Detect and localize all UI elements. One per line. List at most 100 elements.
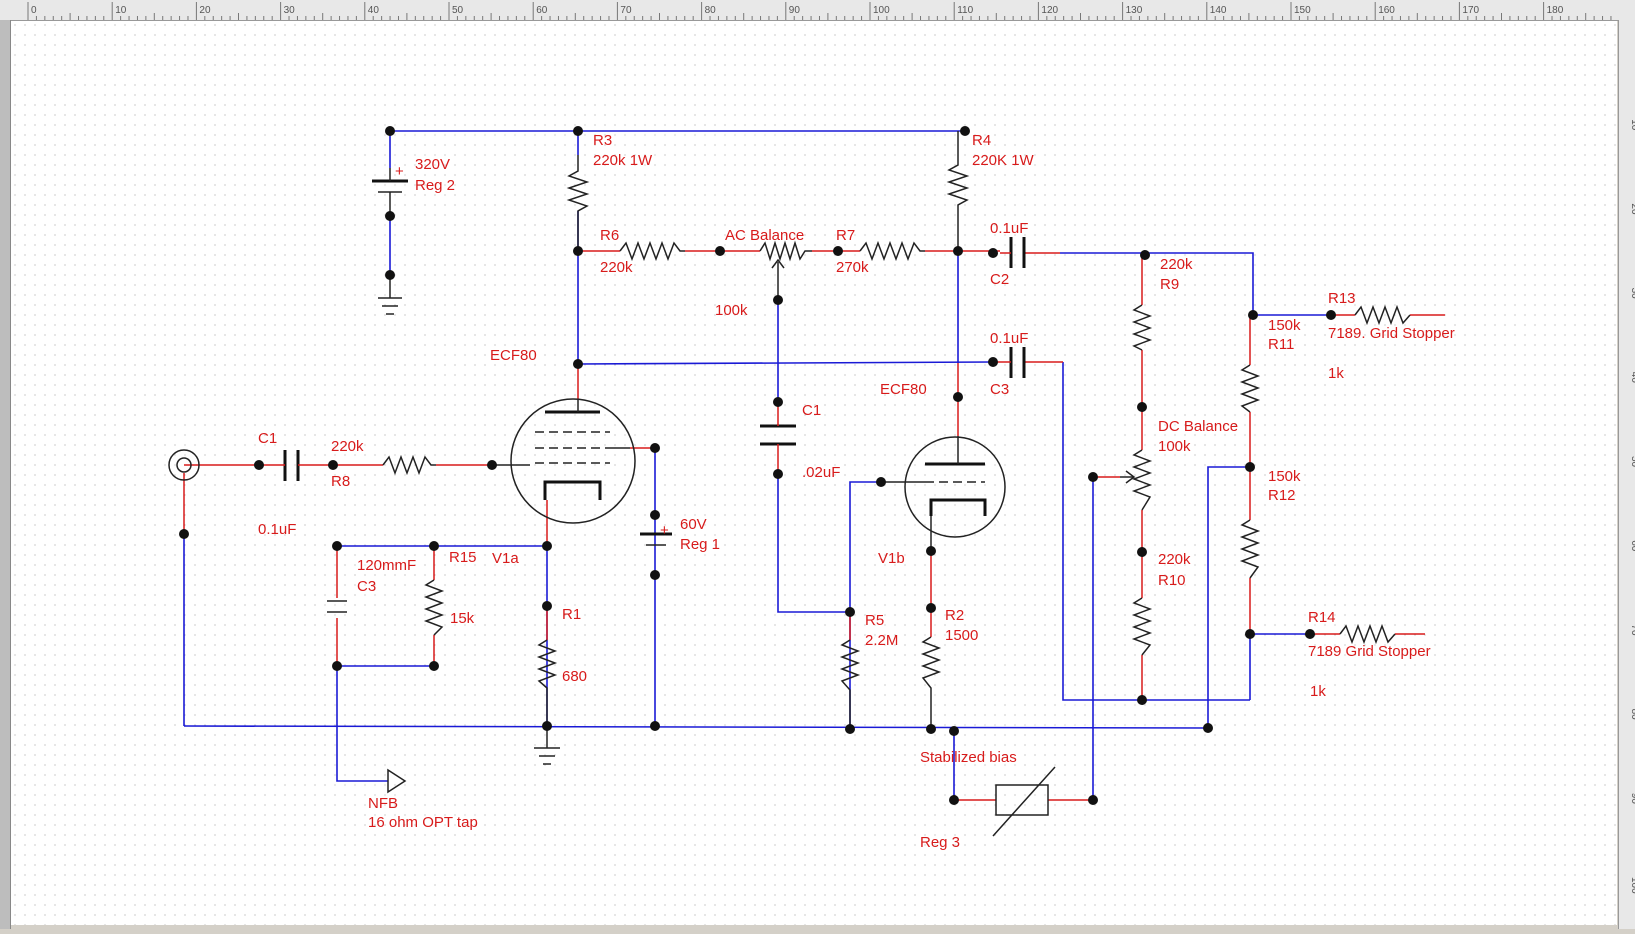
label-r12: R12: [1268, 487, 1296, 504]
right-ruler-label: 50: [1629, 456, 1635, 468]
label-r3: R3: [593, 132, 612, 149]
right-ruler-label: 60: [1629, 540, 1635, 552]
resistor-r7[interactable]: [859, 240, 925, 262]
capacitor-c2[interactable]: [1000, 237, 1026, 268]
label-c3: C3: [990, 381, 1009, 398]
resistor-r10[interactable]: [1131, 597, 1153, 656]
label-r9: R9: [1160, 276, 1179, 293]
label-c1-input-value: 0.1uF: [258, 521, 296, 538]
potentiometer-ac-balance[interactable]: [759, 240, 812, 300]
label-r5-value: 2.2M: [865, 632, 898, 649]
grid-background: [11, 21, 1617, 925]
top-ruler-label: 120: [1041, 5, 1058, 16]
label-r2-value: 1500: [945, 627, 978, 644]
resistor-r9[interactable]: [1131, 304, 1153, 351]
schematic-canvas[interactable]: R3 220k 1W R4 220K 1W + 320V Reg 2 R6 22…: [11, 21, 1617, 925]
label-r11-value: 150k: [1268, 317, 1301, 334]
label-reg2: Reg 2: [415, 177, 455, 194]
label-r1-value: 680: [562, 668, 587, 685]
resistor-r2[interactable]: [920, 636, 942, 729]
label-r13: R13: [1328, 290, 1356, 307]
top-ruler-label: 60: [536, 5, 548, 16]
resistor-r11[interactable]: [1239, 364, 1261, 413]
battery-reg1[interactable]: [640, 532, 672, 546]
label-r4-value: 220K 1W: [972, 152, 1035, 169]
label-r4: R4: [972, 132, 991, 149]
label-v1a: V1a: [492, 550, 519, 567]
label-ac-balance: AC Balance: [725, 227, 804, 244]
label-v1b: V1b: [878, 550, 905, 567]
label-reg2-voltage: 320V: [415, 156, 450, 173]
top-ruler-label: 90: [789, 5, 801, 16]
right-ruler-label: 10: [1629, 119, 1635, 131]
capacitor-c3-small[interactable]: [327, 600, 347, 613]
label-nfb: NFB: [368, 795, 398, 812]
label-r9-value: 220k: [1160, 256, 1193, 273]
label-r14-description: 7189 Grid Stopper: [1308, 643, 1431, 660]
top-ruler-label: 150: [1294, 5, 1311, 16]
label-r7: R7: [836, 227, 855, 244]
top-ruler-label: 100: [873, 5, 890, 16]
label-r15-value: 15k: [450, 610, 475, 627]
label-ac-balance-value: 100k: [715, 302, 748, 319]
top-ruler-label: 160: [1378, 5, 1395, 16]
resistor-r12[interactable]: [1239, 519, 1261, 579]
resistor-r13[interactable]: [1354, 304, 1411, 326]
potentiometer-dc-balance[interactable]: [1120, 449, 1153, 511]
label-r12-value: 150k: [1268, 468, 1301, 485]
label-r6: R6: [600, 227, 619, 244]
label-r10-value: 220k: [1158, 551, 1191, 568]
label-dc-balance: DC Balance: [1158, 418, 1238, 435]
right-ruler-label: 30: [1629, 288, 1635, 300]
label-dc-balance-value: 100k: [1158, 438, 1191, 455]
top-ruler-label: 50: [452, 5, 464, 16]
ground-symbol-bottom: [534, 726, 560, 765]
top-ruler-label: 20: [199, 5, 211, 16]
resistor-r8[interactable]: [382, 454, 436, 476]
resistor-r14[interactable]: [1339, 623, 1396, 645]
resistor-r1[interactable]: [536, 639, 558, 726]
label-nfb-description: 16 ohm OPT tap: [368, 814, 478, 831]
label-r8: R8: [331, 473, 350, 490]
input-jack[interactable]: [168, 449, 200, 481]
label-r6-value: 220k: [600, 259, 633, 276]
tube-v1b[interactable]: [881, 436, 1006, 551]
tube-v1a[interactable]: [492, 398, 636, 524]
label-r13-value: 1k: [1328, 365, 1344, 382]
label-ecf80-v1b: ECF80: [880, 381, 927, 398]
resistor-r6[interactable]: [619, 240, 685, 262]
right-ruler-label: 40: [1629, 372, 1635, 384]
label-reg1-voltage: 60V: [680, 516, 707, 533]
resistor-r3[interactable]: [566, 155, 590, 251]
label-c1-input: C1: [258, 430, 277, 447]
resistor-r4[interactable]: [946, 131, 970, 249]
label-r5: R5: [865, 612, 884, 629]
label-c1-mid: C1: [802, 402, 821, 419]
label-c2: C2: [990, 271, 1009, 288]
schematic-drawing: R3 220k 1W R4 220K 1W + 320V Reg 2 R6 22…: [11, 21, 1617, 925]
label-r7-value: 270k: [836, 259, 869, 276]
top-ruler-label: 30: [284, 5, 296, 16]
top-ruler-label: 140: [1210, 5, 1227, 16]
label-c2-value: 0.1uF: [990, 220, 1028, 237]
label-c3-small-value: 120mmF: [357, 557, 416, 574]
label-r3-value: 220k 1W: [593, 152, 653, 169]
battery-reg2[interactable]: [372, 168, 408, 216]
regulator-reg3[interactable]: [992, 766, 1056, 837]
label-reg3: Reg 3: [920, 834, 960, 851]
label-r15: R15: [449, 549, 477, 566]
resistor-r5[interactable]: [839, 639, 861, 729]
right-ruler-label: 100: [1629, 877, 1635, 894]
label-r1: R1: [562, 606, 581, 623]
resistor-r15[interactable]: [423, 579, 445, 636]
label-reg2-plus: +: [395, 163, 404, 180]
top-ruler-label: 40: [368, 5, 380, 16]
top-ruler-label: 170: [1462, 5, 1479, 16]
left-ruler: [0, 20, 11, 929]
label-r11: R11: [1268, 336, 1294, 353]
nfb-connector[interactable]: [387, 768, 407, 794]
right-ruler-label: 70: [1629, 624, 1635, 636]
